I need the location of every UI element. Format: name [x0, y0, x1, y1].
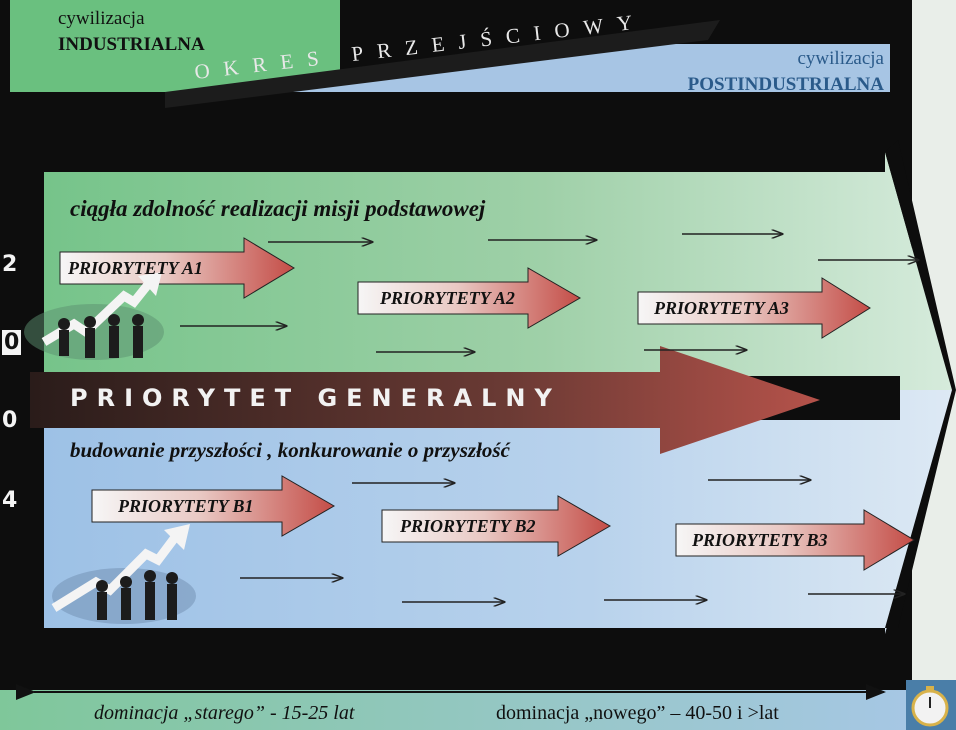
bottom-band-text: budowanie przyszłości , konkurowanie o p…	[70, 438, 510, 462]
thin-arrows-top	[180, 234, 918, 352]
footer-old-domination: dominacja „starego” - 15-25 lat	[94, 702, 355, 724]
top-band-arrow	[44, 152, 952, 390]
priority-a3-label: PRIORYTETY A3	[654, 298, 789, 318]
priority-arrow-b3	[675, 509, 915, 571]
growth-arrow-people-icon	[24, 272, 164, 360]
left-civ-small: cywilizacja	[58, 8, 145, 29]
priority-b3-label: PRIORYTETY B3	[692, 530, 828, 550]
thin-arrows-bottom	[240, 480, 904, 602]
priority-b1-label: PRIORYTETY B1	[118, 496, 254, 516]
year-digit: 2	[2, 252, 18, 277]
footer-new-domination: dominacja „nowego” – 40-50 i >lat	[496, 702, 779, 724]
priority-arrow-b1	[91, 475, 336, 537]
priority-a2-label: PRIORYTETY A2	[380, 288, 515, 308]
growth-arrow-people-icon	[51, 524, 196, 624]
transition-wedge	[165, 20, 720, 108]
priority-b2-label: PRIORYTETY B2	[400, 516, 536, 536]
priority-a1-label: PRIORYTETY A1	[68, 258, 203, 278]
year-digit: 4	[2, 488, 18, 513]
priority-arrow-b2	[381, 495, 612, 557]
priority-arrow-a3	[637, 277, 871, 339]
left-civ-title: INDUSTRIALNA	[58, 34, 205, 55]
priority-arrow-a2	[357, 267, 582, 329]
year-digit: 0	[2, 408, 18, 433]
priority-arrow-a1	[59, 237, 295, 299]
stopwatch-icon	[906, 680, 956, 730]
general-priority-label: PRIORYTET GENERALNY	[70, 384, 561, 412]
top-band-text: ciągła zdolność realizacji misji podstaw…	[70, 196, 486, 221]
year-digit: 0	[2, 330, 22, 355]
right-civ-small: cywilizacja	[797, 48, 884, 69]
general-priority-arrow	[30, 346, 820, 454]
right-civ-title: POSTINDUSTRIALNA	[687, 74, 884, 95]
